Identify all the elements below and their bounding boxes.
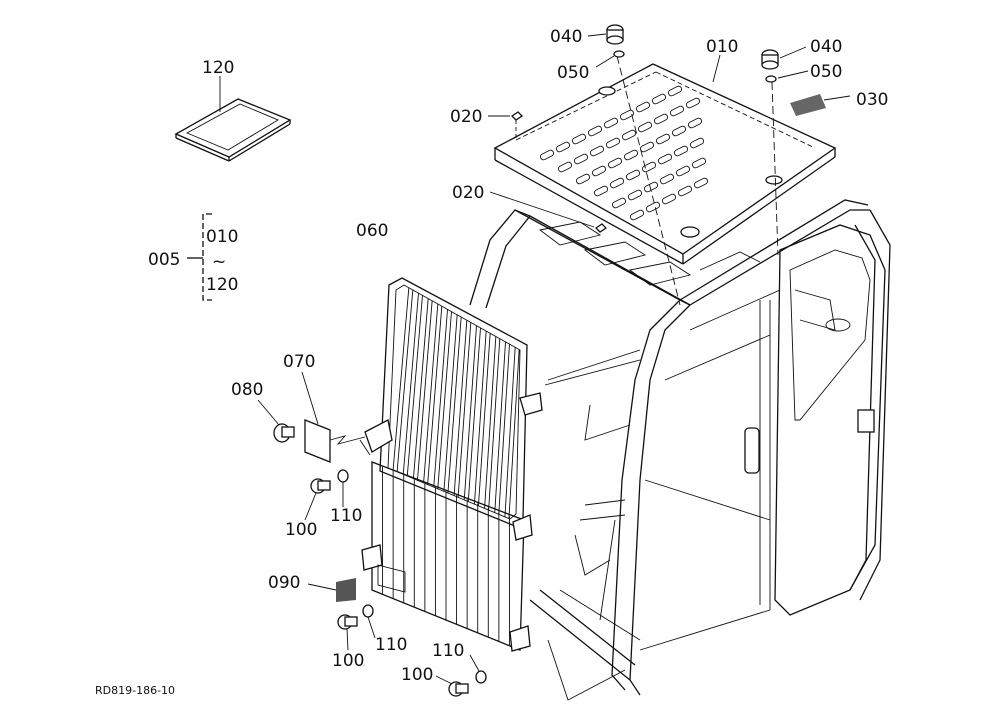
label-080: 080 (231, 380, 263, 400)
label-020-mid: 020 (452, 183, 484, 203)
label-010-range: 010 (206, 227, 238, 247)
part-070-plate (301, 371, 366, 463)
label-040-left: 040 (550, 27, 582, 47)
part-110-washer-c (469, 654, 487, 684)
part-020-clip-top (488, 111, 524, 140)
label-100-c: 100 (401, 665, 433, 685)
cab-frame (359, 199, 891, 701)
label-range-tilde: ~ (212, 252, 226, 272)
label-060: 060 (356, 221, 388, 241)
label-040-right: 040 (810, 37, 842, 57)
callout-labels: 120 005 010 ~ 120 060 070 080 100 110 09… (95, 27, 888, 697)
label-110-b: 110 (375, 635, 407, 655)
part-030-decal (790, 94, 851, 116)
label-050-right: 050 (810, 62, 842, 82)
group-bracket-005 (187, 213, 212, 301)
part-100-bolt-c (435, 675, 469, 697)
label-010-roof: 010 (706, 37, 738, 57)
label-005: 005 (148, 250, 180, 270)
label-110-c: 110 (432, 641, 464, 661)
label-110-a: 110 (330, 506, 362, 526)
part-080-bolt (257, 399, 295, 443)
part-100-bolt-b (337, 614, 358, 651)
drawing-reference: RD819-186-10 (95, 684, 175, 697)
part-110-washer-a (337, 469, 349, 507)
part-060-front-guard (361, 277, 543, 652)
part-020-clip-mid (489, 191, 608, 233)
label-050-left: 050 (557, 63, 589, 83)
label-100-a: 100 (285, 520, 317, 540)
label-070: 070 (283, 352, 315, 372)
part-120-document (174, 76, 292, 162)
part-110-washer-b (362, 604, 376, 639)
part-040-knob-right (761, 46, 807, 256)
part-050-washer-right (765, 70, 809, 83)
part-050-washer-left (595, 50, 625, 68)
label-090: 090 (268, 573, 300, 593)
part-010-roof (493, 54, 837, 265)
part-100-bolt-a (304, 478, 331, 521)
label-100-b: 100 (332, 651, 364, 671)
label-020-top: 020 (450, 107, 482, 127)
part-090-decal (307, 578, 356, 602)
part-040-knob-left (587, 24, 681, 306)
label-120-top: 120 (202, 58, 234, 78)
label-120-range: 120 (206, 275, 238, 295)
label-030: 030 (856, 90, 888, 110)
